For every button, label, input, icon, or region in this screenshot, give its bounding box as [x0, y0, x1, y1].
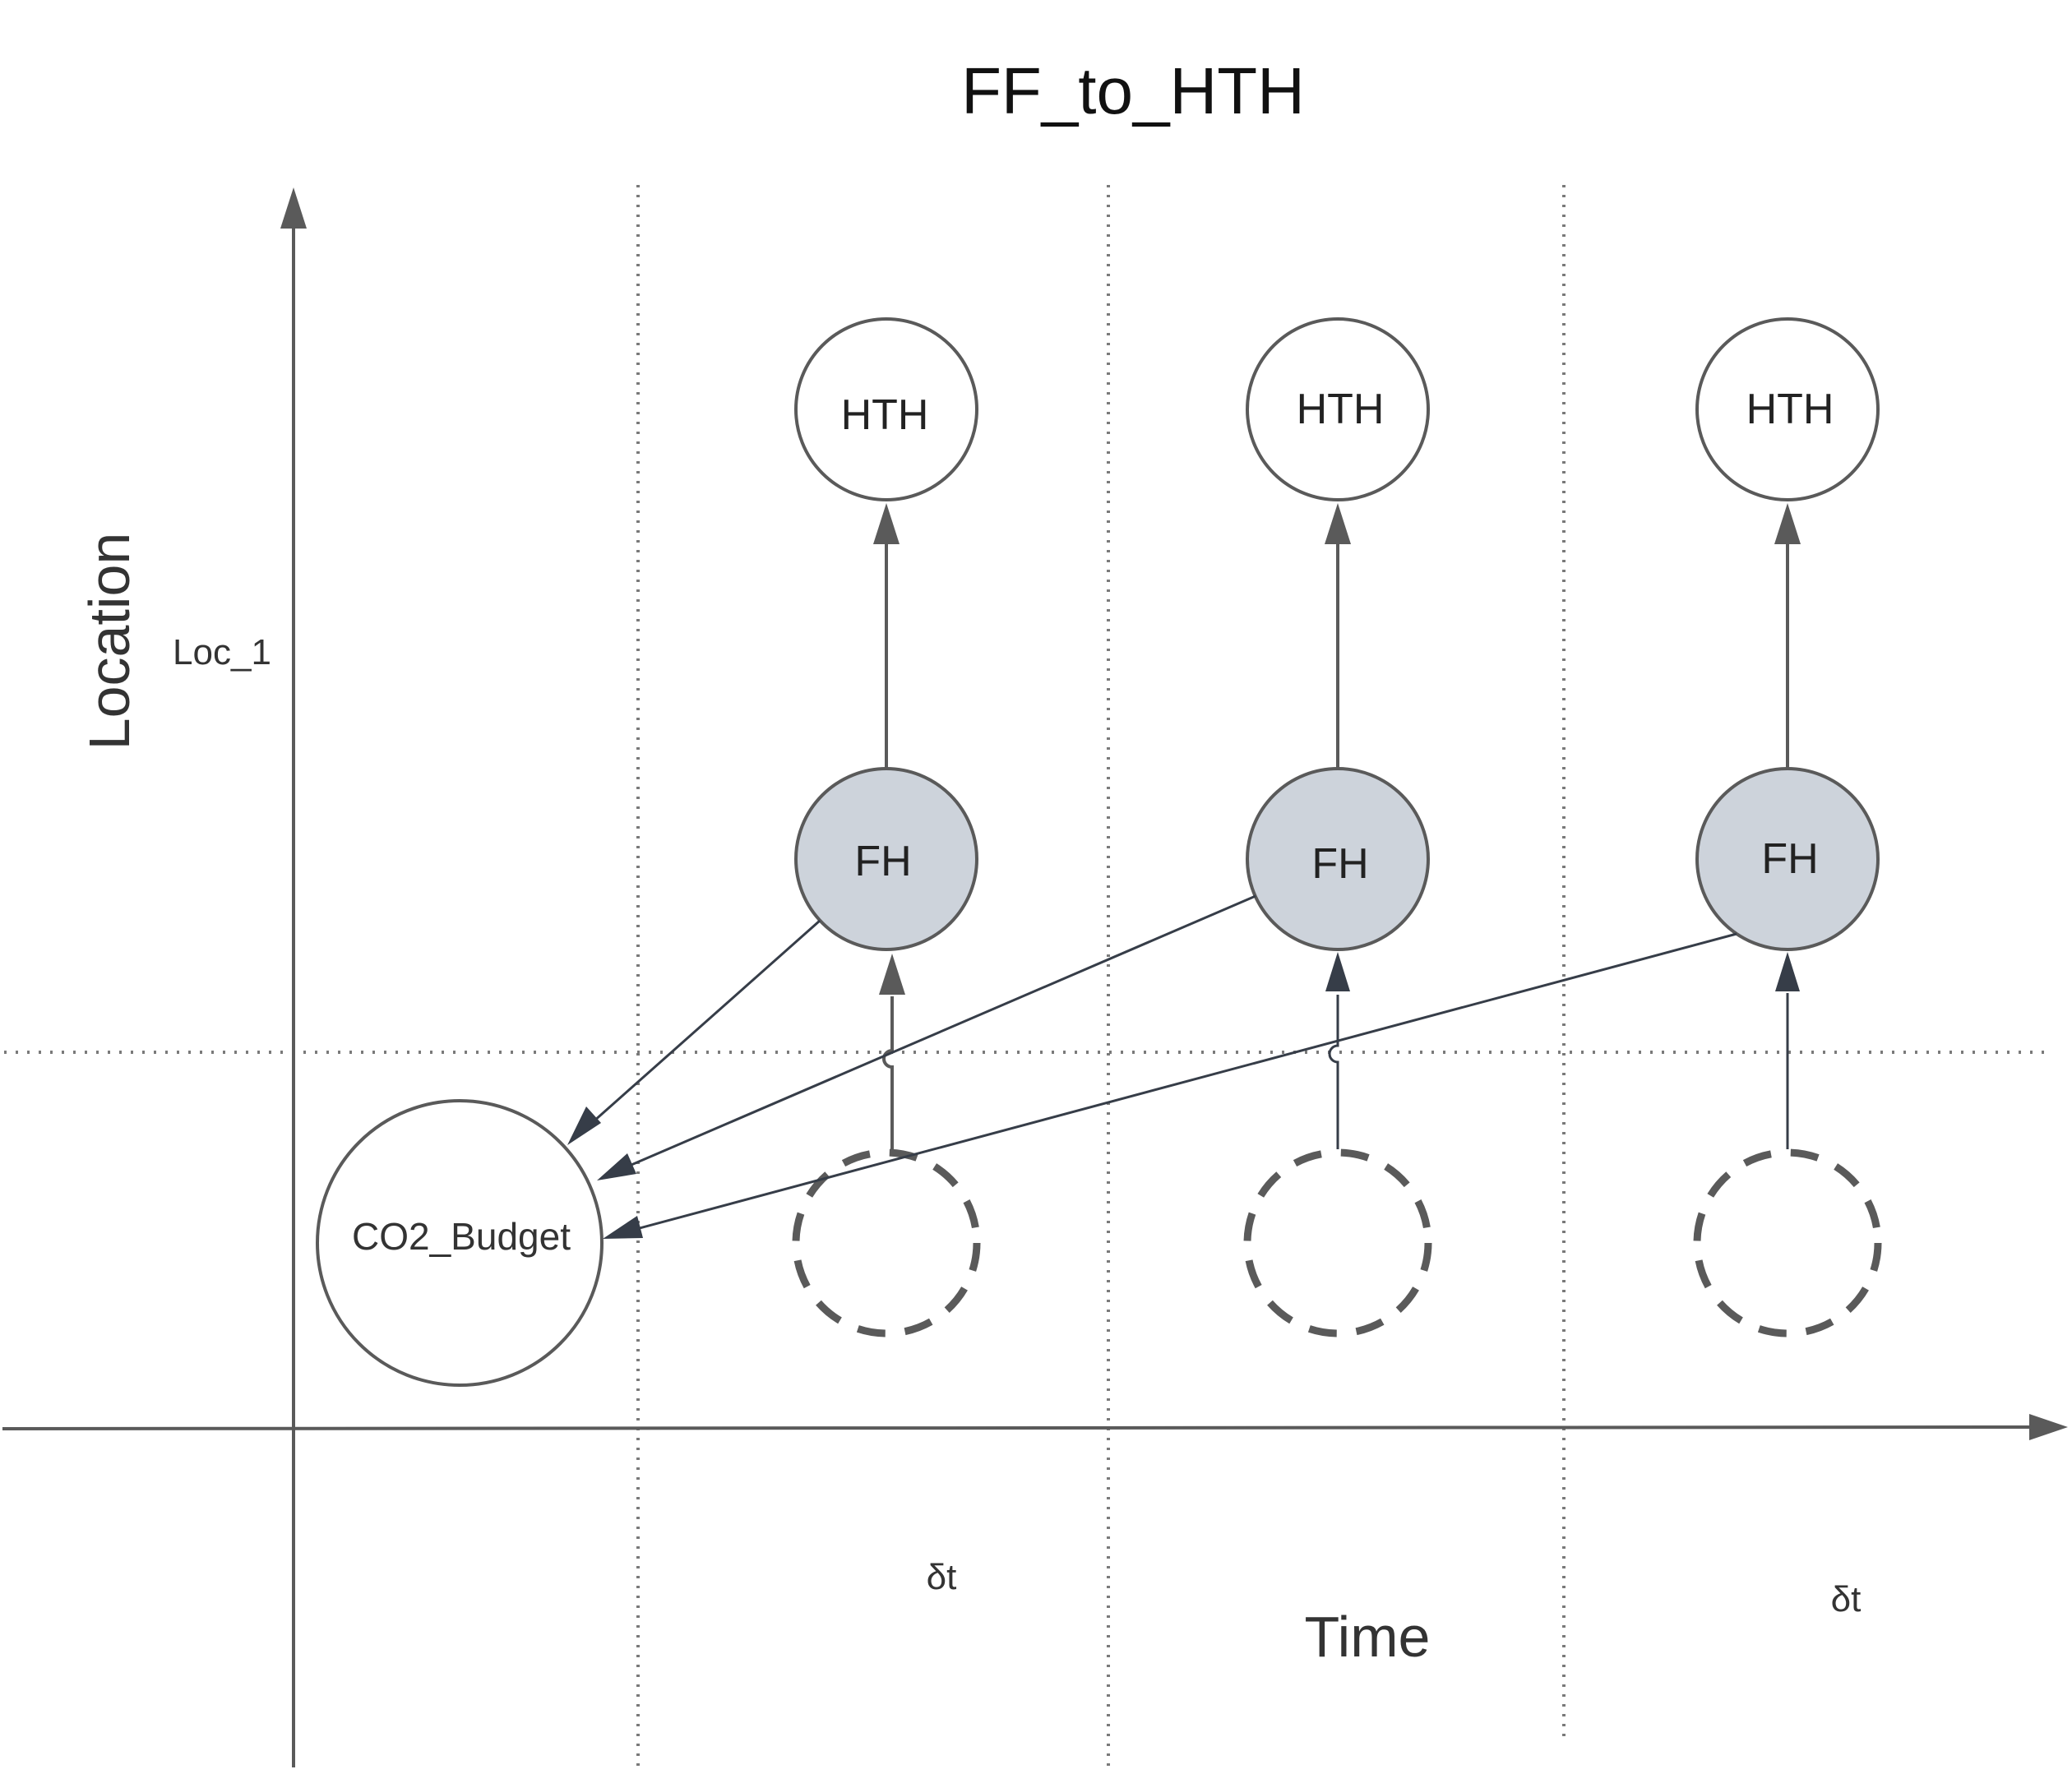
y-axis-label: Location: [77, 533, 141, 751]
co2-budget-node: [316, 1099, 604, 1387]
input-to-fh-arrow-1: [882, 996, 894, 1149]
fh-label-1: FH: [854, 838, 911, 885]
diagram-title: FF_to_HTH: [961, 54, 1305, 127]
fh-to-hth-arrowhead-2: [1325, 503, 1351, 544]
column-2: HTH FH: [1243, 317, 1432, 1337]
hth-label-2: HTH: [1297, 386, 1385, 433]
input-to-fh-arrowhead-3: [1775, 952, 1800, 991]
hth-label-1: HTH: [841, 391, 929, 439]
fh-label-2: FH: [1311, 840, 1368, 888]
hth-label-3: HTH: [1746, 386, 1834, 433]
fh2-to-budget-arrow: [608, 894, 1256, 1176]
fh-to-hth-arrowhead-3: [1774, 503, 1801, 544]
y-axis-arrowhead: [280, 187, 307, 229]
input-node-3: [1693, 1148, 1882, 1337]
column-3: HTH FH: [1693, 317, 1882, 1337]
input-node-1: [792, 1148, 981, 1337]
input-to-fh-arrowhead-2: [1325, 952, 1350, 991]
hth-node-2: [1246, 317, 1430, 501]
hth-node-3: [1695, 317, 1880, 501]
fh2-to-budget-arrowhead: [597, 1153, 636, 1180]
co2-budget-label: CO2_Budget: [352, 1215, 571, 1258]
x-axis-arrowhead: [2029, 1414, 2068, 1440]
fh-node-2: [1246, 767, 1430, 951]
fh-to-hth-arrowhead-1: [873, 503, 900, 544]
fh-label-3: FH: [1761, 835, 1818, 883]
time-step-label-2: δt: [1831, 1579, 1862, 1619]
input-node-2: [1243, 1148, 1432, 1337]
fh3-to-budget-arrow: [614, 932, 1737, 1236]
fh-node-1: [794, 767, 978, 951]
location-label: Loc_1: [173, 632, 271, 672]
fh-node-3: [1695, 767, 1880, 951]
hth-node-1: [794, 317, 978, 501]
input-to-fh-arrow-2: [1328, 995, 1339, 1149]
x-axis: [2, 1425, 2032, 1430]
fh1-to-budget-arrowhead: [567, 1106, 601, 1145]
input-to-fh-arrowhead-1: [879, 954, 905, 995]
x-axis-label: Time: [1305, 1605, 1431, 1669]
fh3-to-budget-arrowhead: [603, 1216, 643, 1239]
column-1: HTH FH: [792, 317, 981, 1337]
fh1-to-budget-arrow: [578, 919, 821, 1136]
time-step-label-1: δt: [927, 1557, 957, 1597]
